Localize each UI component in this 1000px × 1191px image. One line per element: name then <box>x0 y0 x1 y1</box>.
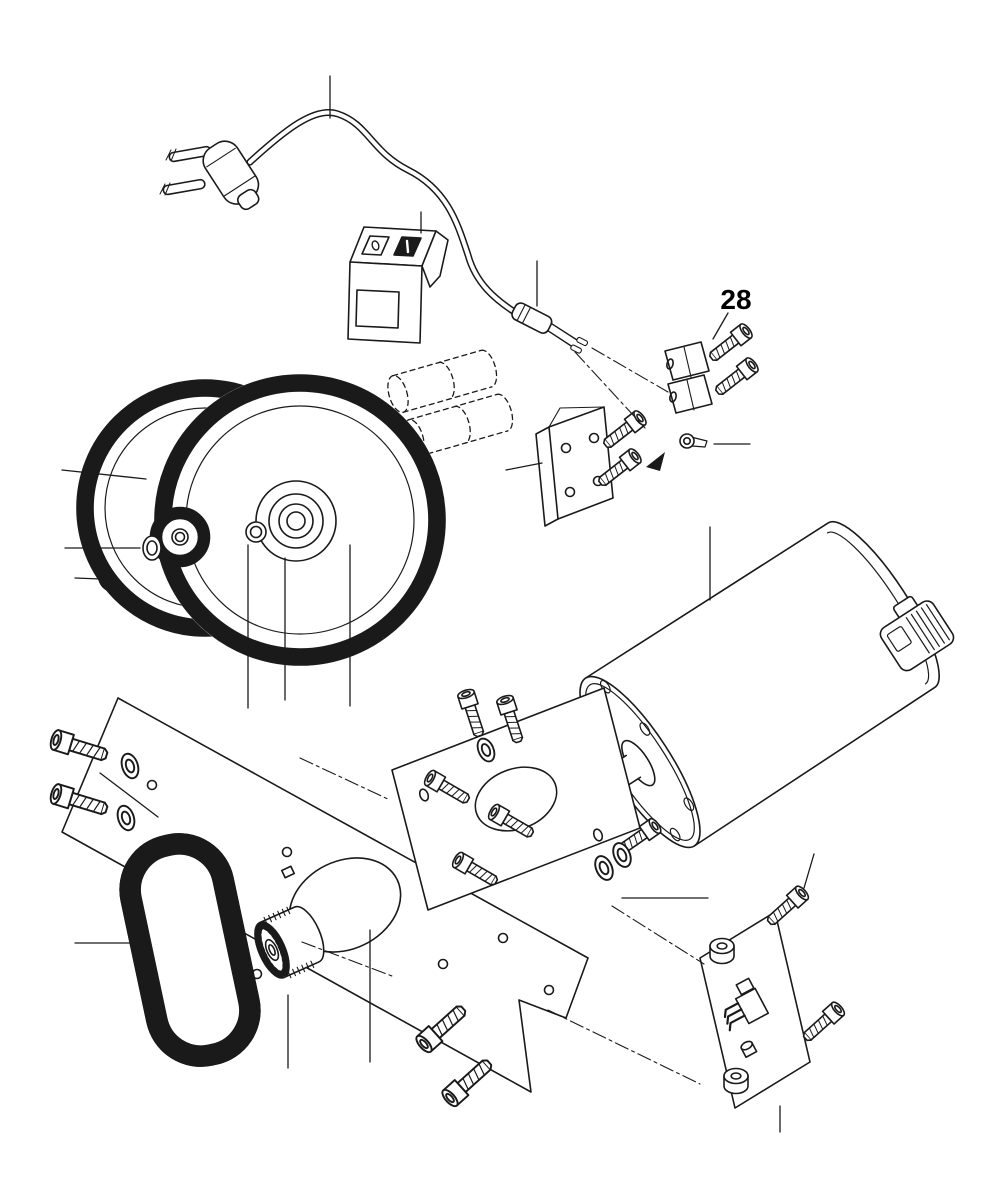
leader-lines <box>61 75 815 1133</box>
plug-pins <box>159 145 212 196</box>
set-nut <box>280 865 296 879</box>
control-board <box>699 911 811 1109</box>
timing-belt <box>119 833 261 1067</box>
cable-clamp <box>664 341 713 414</box>
mounting-bracket <box>535 406 614 527</box>
rocker-on <box>393 236 422 257</box>
board-connector <box>723 977 770 1032</box>
ring-terminal <box>679 433 708 449</box>
retaining-ring <box>98 568 118 592</box>
spacer-sleeves-ghost <box>387 349 514 458</box>
board-standoff-top <box>709 937 735 965</box>
rocker-switch <box>347 226 449 344</box>
board-standoff-bottom <box>723 1067 749 1095</box>
rocker-off <box>361 235 390 256</box>
callout-28-label: 28 <box>720 284 751 315</box>
large-gear-front <box>154 374 446 666</box>
hub-washer <box>142 535 162 561</box>
cord-ferrule <box>511 302 589 354</box>
gear-cluster <box>76 374 446 666</box>
clamp-screws <box>705 321 762 400</box>
belt-pulley <box>254 905 325 979</box>
power-cord-assembly <box>159 109 589 354</box>
front-washer <box>245 521 267 543</box>
gear-hub <box>255 480 337 562</box>
alignment-lines <box>299 347 705 1085</box>
motor-terminal-block <box>879 595 955 672</box>
arrow-marker <box>646 452 665 471</box>
pinion-gear <box>149 506 211 568</box>
board-capacitor <box>740 1040 758 1059</box>
